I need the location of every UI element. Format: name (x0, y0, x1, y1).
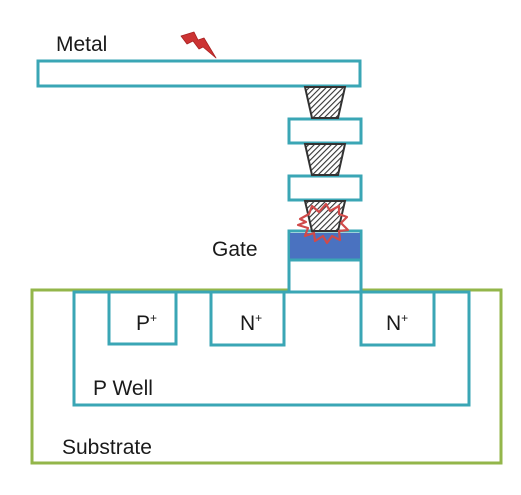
n-plus-diffusion-left (209, 290, 286, 347)
p-plus-label: P+ (136, 311, 157, 335)
via-middle (303, 143, 347, 176)
p-well-label: P Well (93, 377, 153, 400)
burst-spark-icon (296, 202, 350, 245)
p-plus-diffusion (107, 290, 178, 346)
n-plus-right-label: N+ (386, 311, 408, 335)
lightning-bolt-icon (180, 31, 217, 59)
gate-label: Gate (212, 238, 258, 261)
gate-electrode (290, 233, 360, 260)
metal-label: Metal (56, 33, 107, 56)
substrate-label: Substrate (62, 436, 152, 459)
n-plus-diffusion-right (359, 290, 436, 347)
substrate-region (30, 288, 503, 465)
n-plus-left-label: N+ (240, 311, 262, 335)
metal-line (36, 59, 362, 88)
via-top (303, 86, 347, 119)
metal-pad-lower (287, 174, 363, 202)
metal-pad-upper (287, 117, 363, 145)
